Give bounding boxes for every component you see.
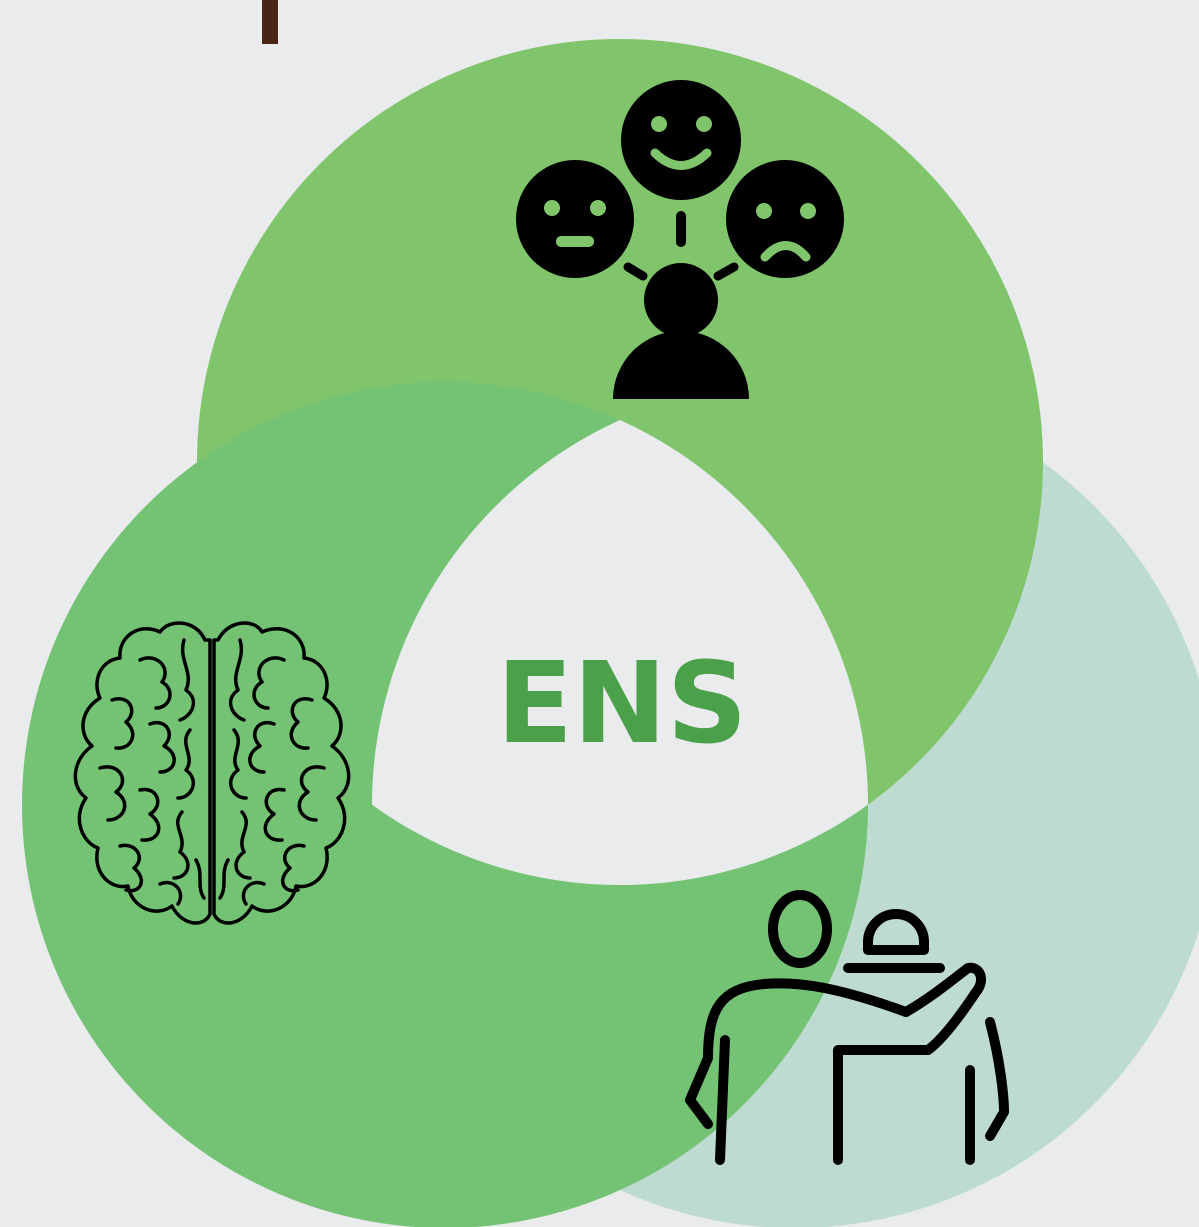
- brain-icon: [73, 621, 351, 925]
- center-label: ENS: [497, 639, 748, 769]
- title-fragment: [262, 0, 278, 44]
- support-icon: [685, 890, 1009, 1165]
- emotions-icon: [516, 80, 844, 399]
- sad-face-icon: [726, 160, 844, 278]
- center-intersection: [372, 382, 868, 885]
- neutral-face-icon: [516, 160, 634, 278]
- happy-face-icon: [621, 80, 741, 200]
